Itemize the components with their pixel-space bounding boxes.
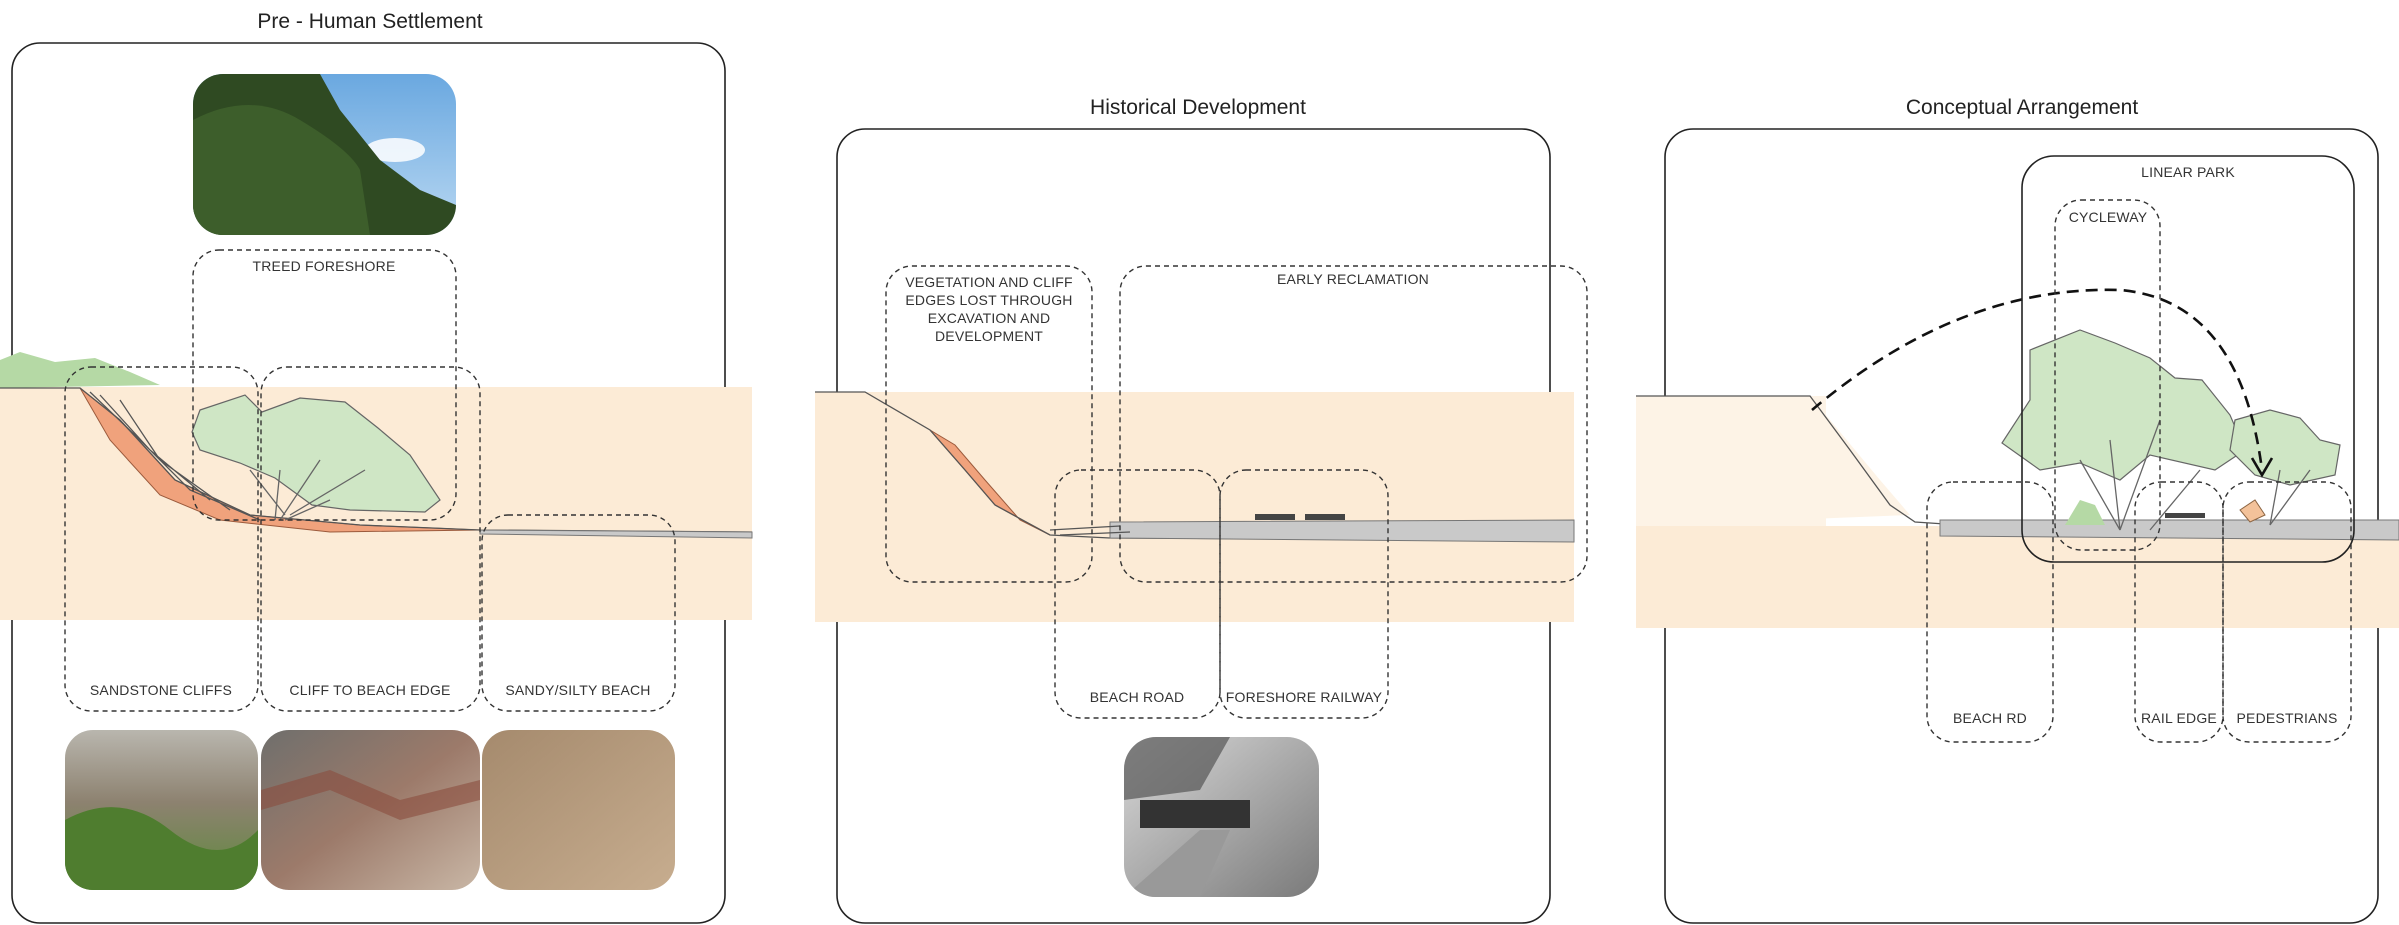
panel-title: Conceptual Arrangement xyxy=(1906,96,2138,119)
photo-foreshore-railway xyxy=(1124,737,1319,897)
label-vegetation-line3: EXCAVATION AND xyxy=(928,310,1051,326)
rock xyxy=(2239,499,2266,523)
train-silhouette xyxy=(1305,514,1345,520)
train-silhouette xyxy=(2165,513,2205,518)
tree-canopy xyxy=(191,394,441,513)
zone-treed-foreshore xyxy=(192,249,457,521)
cliff-mass xyxy=(1636,396,1910,526)
label-beach-rd: BEACH RD xyxy=(1953,710,2027,726)
photo-sandstone-cliffs xyxy=(65,730,258,890)
label-foreshore-railway: FORESHORE RAILWAY xyxy=(1226,689,1383,705)
zone-beach-rd xyxy=(1926,481,2054,743)
label-cycleway: CYCLEWAY xyxy=(2069,209,2148,225)
label-treed-foreshore: TREED FORESHORE xyxy=(252,258,395,274)
label-cliff-to-beach-edge: CLIFF TO BEACH EDGE xyxy=(289,682,450,698)
zone-cliff-to-beach-edge xyxy=(260,366,481,712)
train-silhouette xyxy=(1255,514,1295,520)
road-surface xyxy=(1939,519,2399,541)
zone-linear-park xyxy=(2021,155,2355,563)
reclamation-surface xyxy=(1109,519,1575,543)
grass-patch xyxy=(0,352,160,388)
zone-pedestrians xyxy=(2222,481,2352,743)
label-beach-road: BEACH ROAD xyxy=(1090,689,1185,705)
water-line xyxy=(479,529,753,539)
label-early-reclamation: EARLY RECLAMATION xyxy=(1277,271,1429,287)
label-pedestrians: PEDESTRIANS xyxy=(2237,710,2338,726)
panel-title: Pre - Human Settlement xyxy=(257,10,482,33)
strata-lines xyxy=(89,391,261,521)
ground-layer xyxy=(1636,526,2399,628)
tree-canopy xyxy=(2001,329,2246,481)
zone-early-reclamation xyxy=(1119,265,1588,583)
label-sandy-silty-beach: SANDY/SILTY BEACH xyxy=(505,682,650,698)
photo-sandy-silty-beach xyxy=(482,730,675,890)
zone-sandstone-cliffs xyxy=(64,366,259,712)
strata-lines xyxy=(1049,525,1131,536)
tree-canopy-small xyxy=(2229,409,2341,486)
grass-tuft xyxy=(2065,500,2105,525)
zone-vegetation-lost xyxy=(885,265,1093,583)
cliff-profile xyxy=(815,391,1575,541)
photo-cliff-to-beach-edge xyxy=(261,730,480,890)
panel-historical-development: Historical Development VEGETATION AND CL… xyxy=(815,96,1588,924)
panel-title: Historical Development xyxy=(1090,96,1306,119)
label-rail-edge: RAIL EDGE xyxy=(2141,710,2217,726)
photo-treed-foreshore xyxy=(193,74,456,235)
zone-sandy-silty-beach xyxy=(481,514,676,712)
label-linear-park: LINEAR PARK xyxy=(2141,164,2235,180)
ground-layer xyxy=(815,392,1574,622)
panel-conceptual-arrangement: Conceptual Arrangement LINEAR PARK CYCLE… xyxy=(1636,96,2399,924)
label-vegetation-line1: VEGETATION AND CLIFF xyxy=(905,274,1073,290)
tree-branches xyxy=(2079,419,2311,531)
zone-foreshore-railway xyxy=(1219,469,1389,719)
label-vegetation-line2: EDGES LOST THROUGH xyxy=(905,292,1072,308)
arrow-head-icon xyxy=(2250,457,2274,478)
label-sandstone-cliffs: SANDSTONE CLIFFS xyxy=(90,682,232,698)
tree-branches xyxy=(249,459,366,521)
zone-beach-road xyxy=(1054,469,1221,719)
label-vegetation-line4: DEVELOPMENT xyxy=(935,328,1043,344)
panel-pre-human-settlement: Pre - Human Settlement TREED FORESHORE S… xyxy=(0,10,753,924)
